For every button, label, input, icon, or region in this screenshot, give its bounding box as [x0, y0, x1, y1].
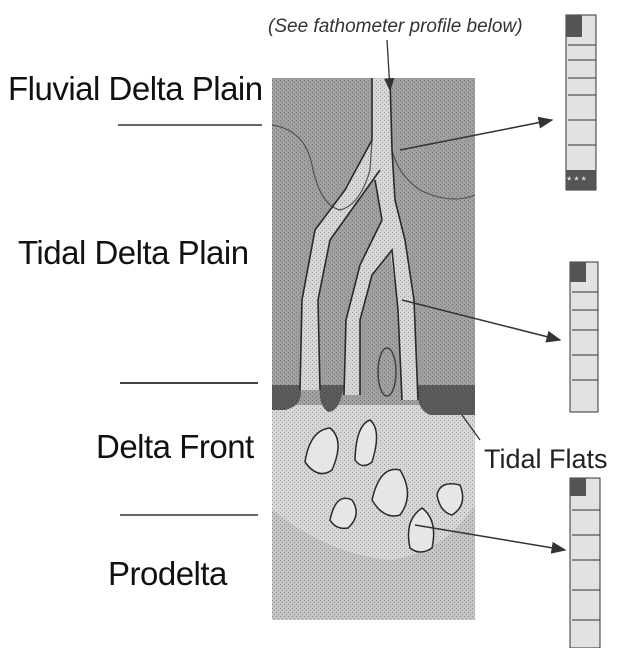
- tidal-flats-label: Tidal Flats: [484, 444, 608, 475]
- zone-label-tidal: Tidal Delta Plain: [18, 234, 249, 272]
- zone-label-fluvial: Fluvial Delta Plain: [8, 70, 263, 108]
- zone-label-front: Delta Front: [96, 428, 254, 466]
- fathometer-note: (See fathometer profile below): [268, 16, 523, 38]
- zone-label-prodelta: Prodelta: [108, 555, 227, 593]
- sediment-log-1: * * *: [566, 15, 596, 190]
- svg-text:* * *: * * *: [567, 175, 587, 187]
- sediment-log-2: [570, 262, 598, 412]
- stipple-overlay: [272, 78, 475, 620]
- sediment-log-3: [570, 478, 600, 648]
